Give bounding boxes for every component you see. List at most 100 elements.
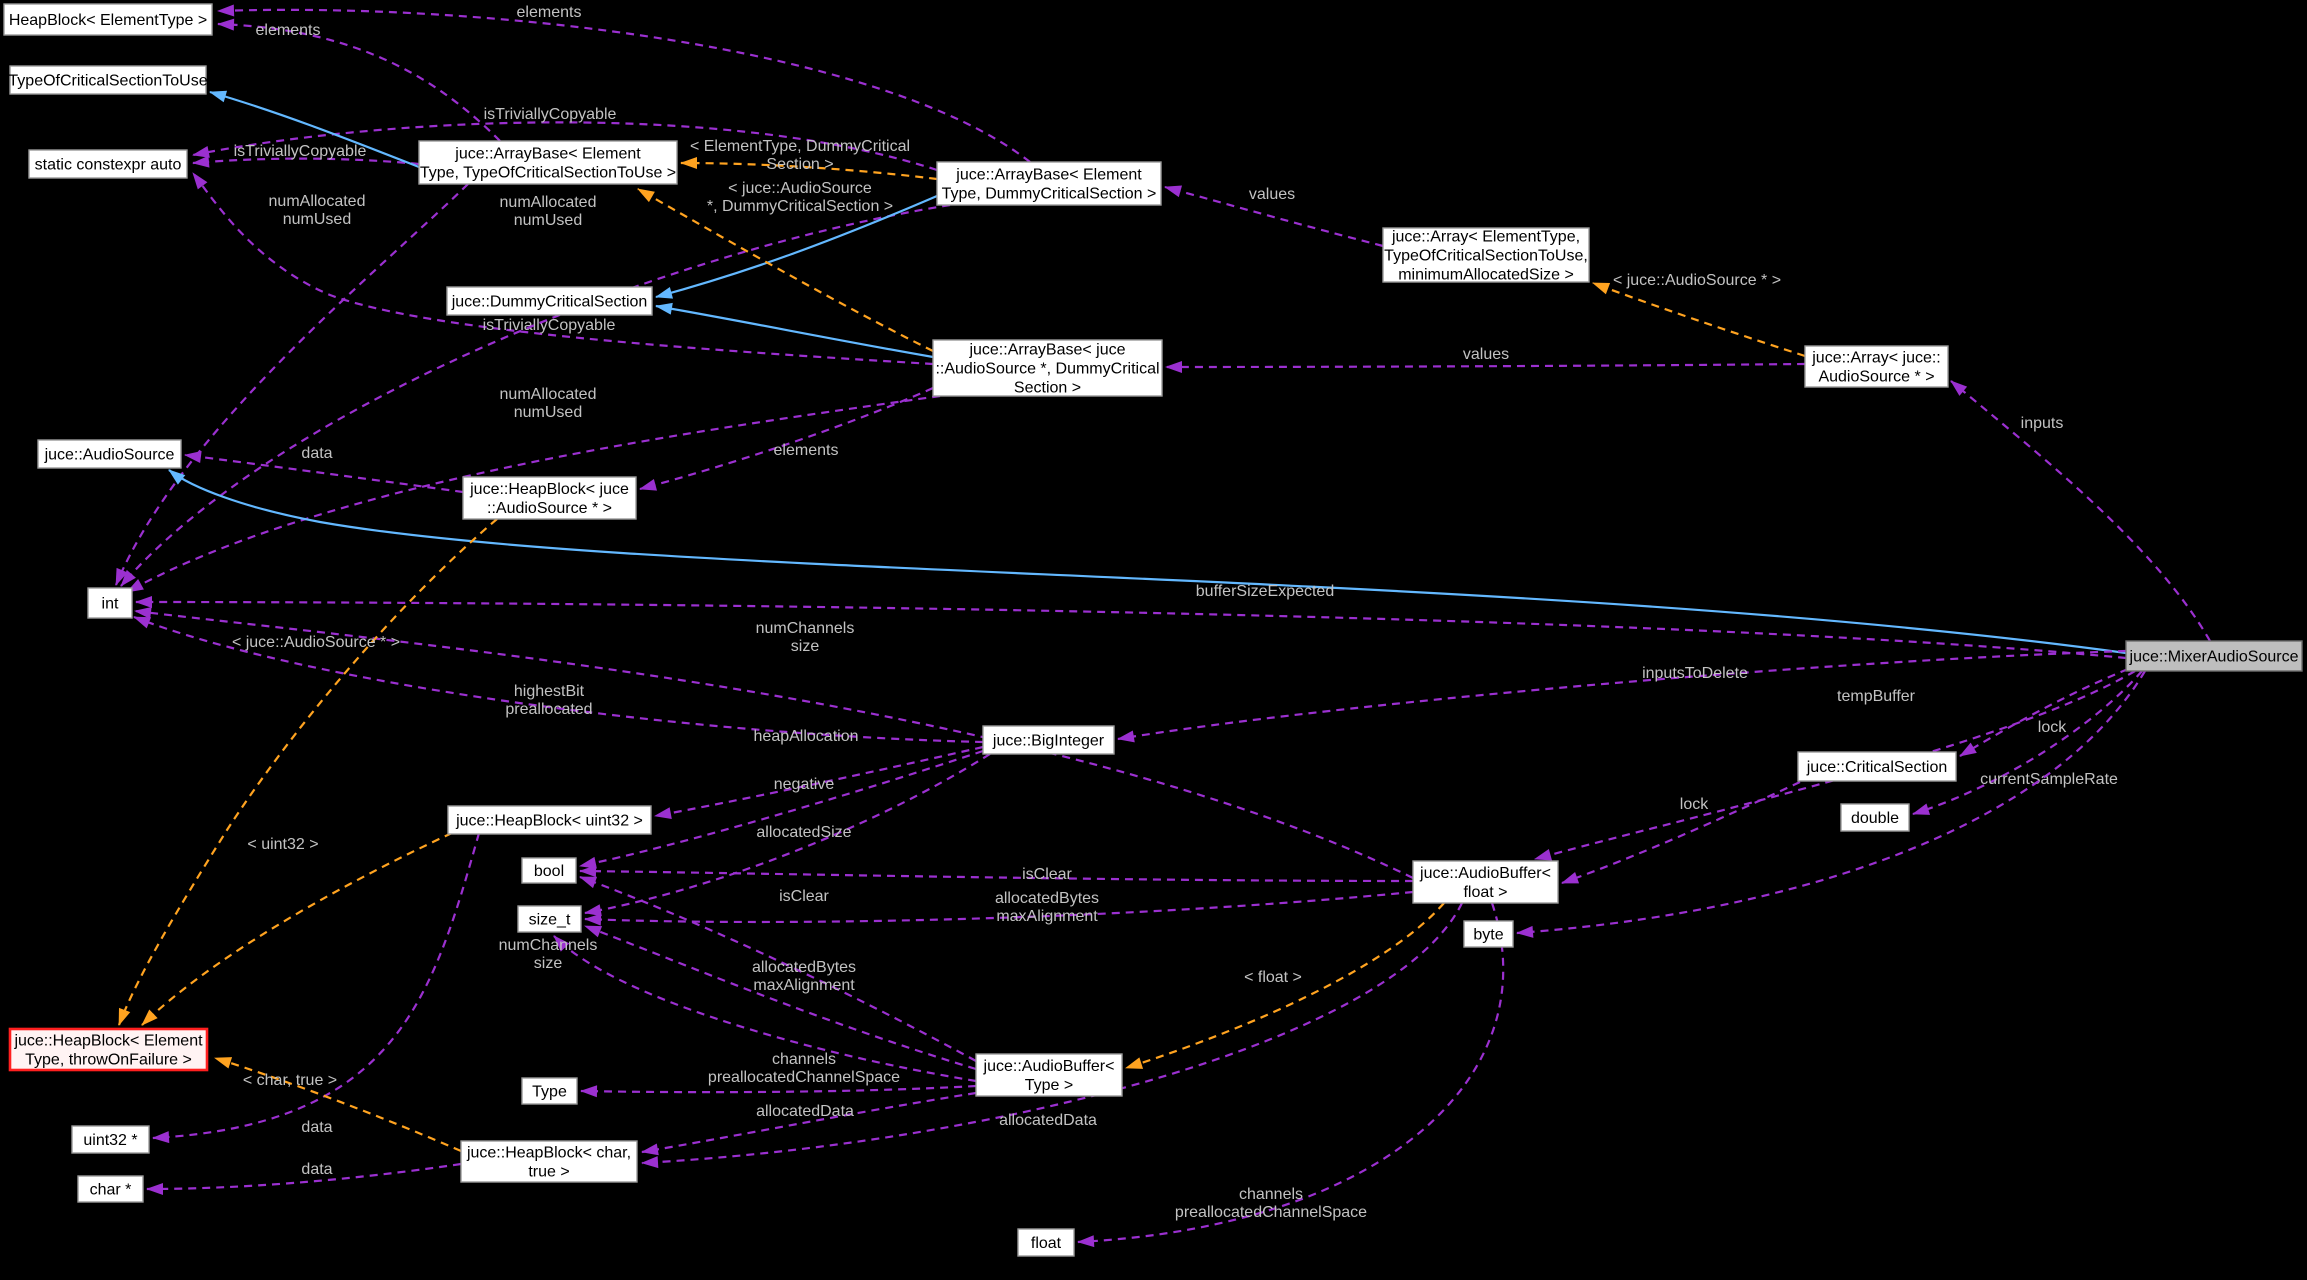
edge-label-istriviallycopyable-2: isTriviallyCopyable xyxy=(234,143,367,160)
edge-isclear-float: isClear xyxy=(579,865,1414,883)
edge-inherit-dummy-2 xyxy=(655,302,934,359)
node-heapblock-uint32[interactable]: juce::HeapBlock< uint32 > xyxy=(447,805,652,835)
node-float[interactable]: float xyxy=(1017,1228,1075,1257)
edge-template-char-true: < char, true > xyxy=(214,1056,462,1153)
edge-label-currentsamplerate: currentSampleRate xyxy=(1980,771,2118,788)
node-label-heapblock-elementtype: HeapBlock< ElementType > xyxy=(9,12,207,29)
edge-label-tempbuffer: tempBuffer xyxy=(1837,688,1916,705)
edge-template-audiobuffer-float: < float > xyxy=(1125,902,1445,1070)
edge-lock-1: lock xyxy=(1959,667,2129,757)
edge-istriviallycopyable-2: isTriviallyCopyable xyxy=(192,143,420,168)
edge-label-elements-to-heapblock-2: elements xyxy=(517,4,582,21)
edge-label-template-uint32: < uint32 > xyxy=(247,836,318,853)
edge-template-array: < juce::AudioSource * > xyxy=(1592,272,1806,358)
node-int[interactable]: int xyxy=(87,587,133,619)
node-heapblock-char-true[interactable]: juce::HeapBlock< char,true > xyxy=(460,1140,638,1183)
node-type[interactable]: Type xyxy=(521,1077,578,1105)
edge-label-values-1: values xyxy=(1249,186,1295,203)
node-audiobuffer-type[interactable]: juce::AudioBuffer<Type > xyxy=(975,1053,1123,1097)
node-char-ptr[interactable]: char * xyxy=(77,1175,144,1203)
node-array-audiosource[interactable]: juce::Array< juce::AudioSource * > xyxy=(1804,345,1949,388)
edge-label-template-array: < juce::AudioSource * > xyxy=(1613,272,1781,289)
edge-tempbuffer: tempBuffer xyxy=(1534,670,2136,861)
node-double[interactable]: double xyxy=(1840,803,1910,832)
edge-template-audiosource-ptr: < juce::AudioSource * > xyxy=(117,518,498,1026)
edge-label-lock-2: lock xyxy=(1680,796,1709,813)
edge-inherit-tocstu xyxy=(209,90,420,169)
node-biginteger[interactable]: juce::BigInteger xyxy=(982,725,1115,755)
edge-label-allocateddata-type: allocatedData xyxy=(756,1103,854,1120)
edge-label-elements-to-heapblock-as: elements xyxy=(774,442,839,459)
edge-label-template-audiosource-ptr: < juce::AudioSource * > xyxy=(232,634,400,651)
node-static-constexpr-auto[interactable]: static constexpr auto xyxy=(28,149,188,179)
edge-inputstodelete: inputsToDelete xyxy=(1117,649,2127,743)
edge-data-uint32: data xyxy=(152,832,481,1144)
node-label-heapblock-audiosource: juce::HeapBlock< juce::AudioSource * > xyxy=(469,481,629,517)
edge-label-elements-to-heapblock-1: elements xyxy=(256,22,321,39)
edge-istriviallycopyable-1: isTriviallyCopyable xyxy=(192,106,938,172)
edge-istriviallycopyable-3: isTriviallyCopyable xyxy=(192,172,934,366)
edge-label-data-audiosource: data xyxy=(301,445,332,462)
node-label-byte: byte xyxy=(1473,927,1503,944)
node-label-audiobuffer-type: juce::AudioBuffer<Type > xyxy=(983,1058,1115,1094)
node-audiobuffer-float[interactable]: juce::AudioBuffer<float > xyxy=(1412,860,1559,904)
edge-inherit-dummy-1 xyxy=(655,194,938,299)
node-bool[interactable]: bool xyxy=(521,857,577,884)
edge-isclear-type: isClear xyxy=(579,875,977,1062)
node-label-array-elementtype: juce::Array< ElementType,TypeOfCriticalS… xyxy=(1384,229,1588,284)
edge-label-template-arraybase-audiosource: < juce::AudioSource*, DummyCriticalSecti… xyxy=(707,180,893,215)
node-byte[interactable]: byte xyxy=(1463,920,1514,948)
node-label-dummycriticalsection: juce::DummyCriticalSection xyxy=(451,294,648,311)
node-label-int: int xyxy=(102,596,119,613)
node-label-static-constexpr-auto: static constexpr auto xyxy=(35,157,182,174)
node-heapblock-audiosource[interactable]: juce::HeapBlock< juce::AudioSource * > xyxy=(462,476,637,520)
edge-lock-2: lock xyxy=(1561,781,1801,885)
edge-label-template-audiobuffer-float: < float > xyxy=(1244,969,1302,986)
node-heapblock-elementtype[interactable]: HeapBlock< ElementType > xyxy=(3,3,213,36)
edge-label-isclear-type: isClear xyxy=(779,888,829,905)
node-mixeraudiosource[interactable]: juce::MixerAudioSource xyxy=(2125,640,2303,672)
node-label-audiosource: juce::AudioSource xyxy=(44,447,175,464)
node-criticalsection[interactable]: juce::CriticalSection xyxy=(1797,751,1957,782)
node-label-size-t: size_t xyxy=(529,912,571,929)
node-array-elementtype[interactable]: juce::Array< ElementType,TypeOfCriticalS… xyxy=(1382,227,1590,284)
edge-label-buffersizeexpected: bufferSizeExpected xyxy=(1196,583,1334,600)
node-arraybase-audiosource-dummy[interactable]: juce::ArrayBase< juce::AudioSource *, Du… xyxy=(932,339,1163,397)
node-label-biginteger: juce::BigInteger xyxy=(992,733,1105,750)
edge-label-isclear-float: isClear xyxy=(1022,866,1072,883)
node-uint32-ptr[interactable]: uint32 * xyxy=(71,1125,150,1154)
edge-template-uint32: < uint32 > xyxy=(141,832,453,1026)
node-label-heapblock-char-true: juce::HeapBlock< char,true > xyxy=(466,1145,631,1181)
node-typeofcriticalsectiontouse[interactable]: TypeOfCriticalSectionToUse xyxy=(8,65,208,95)
node-audiosource[interactable]: juce::AudioSource xyxy=(37,439,182,469)
node-label-double: double xyxy=(1851,810,1899,827)
edge-elements-to-heapblock-as: elements xyxy=(639,386,934,491)
edge-label-heapallocation: heapAllocation xyxy=(754,728,859,745)
edge-currentsamplerate: currentSampleRate xyxy=(1912,670,2143,816)
node-label-array-audiosource: juce::Array< juce::AudioSource * > xyxy=(1811,350,1941,386)
edge-label-istriviallycopyable-3: isTriviallyCopyable xyxy=(483,317,616,334)
edge-heapallocation: heapAllocation xyxy=(654,728,984,820)
node-size-t[interactable]: size_t xyxy=(517,905,582,933)
edge-label-data-uint32: data xyxy=(301,1119,332,1136)
node-dummycriticalsection[interactable]: juce::DummyCriticalSection xyxy=(446,286,653,316)
